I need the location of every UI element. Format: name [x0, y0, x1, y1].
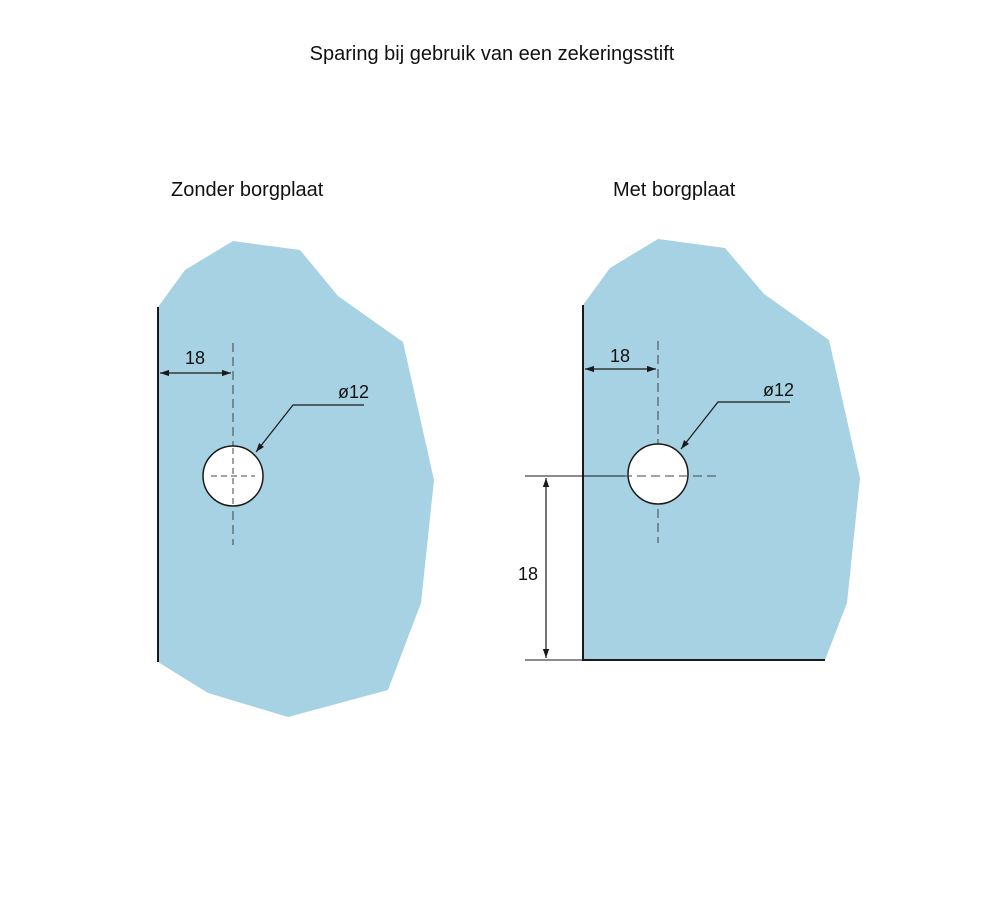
glass-pane-left: [158, 241, 434, 717]
panel-right: 18 18 ø12: [518, 239, 860, 661]
dimension-label-horizontal-right: 18: [610, 346, 630, 366]
diameter-label-right: ø12: [763, 380, 794, 400]
subtitle-left: Zonder borgplaat: [171, 179, 324, 201]
glass-pane-right: [583, 239, 860, 660]
diameter-label-left: ø12: [338, 382, 369, 402]
diameter-leader-left: [255, 404, 364, 453]
subtitle-right: Met borgplaat: [613, 179, 736, 201]
diameter-leader-right: [680, 401, 790, 450]
panel-left: 18 ø12: [157, 241, 434, 717]
hole-right: [627, 443, 689, 505]
page-title: Sparing bij gebruik van een zekeringssti…: [309, 43, 675, 65]
dimension-label-horizontal-left: 18: [185, 348, 205, 368]
dimension-label-vertical-right: 18: [518, 564, 538, 584]
